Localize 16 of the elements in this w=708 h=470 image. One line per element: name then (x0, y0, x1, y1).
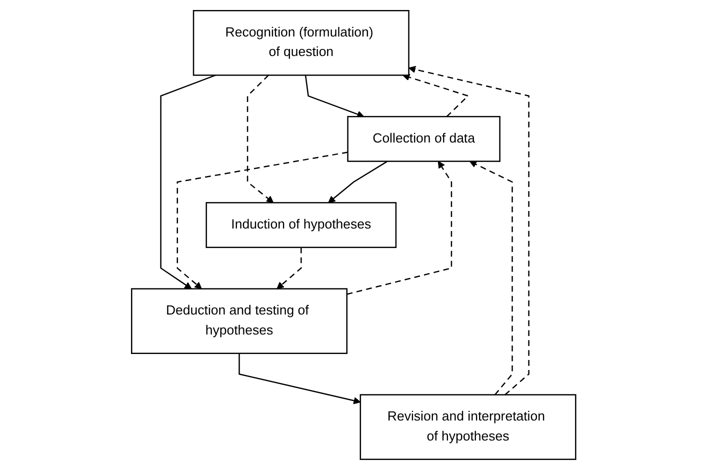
node-box: Induction of hypotheses (206, 202, 397, 248)
node-box: Deduction and testing of hypotheses (131, 288, 348, 354)
arrow (328, 160, 388, 204)
arrow (347, 160, 452, 295)
arrow (239, 353, 362, 404)
arrow (247, 74, 274, 204)
arrow (402, 74, 470, 118)
arrow (177, 152, 348, 290)
arrow (470, 160, 514, 396)
arrow (305, 75, 365, 118)
node-box: Revision and interpretation of hypotheses (360, 394, 577, 460)
node-box: Collection of data (348, 116, 501, 162)
arrow (408, 66, 530, 396)
arrow (160, 74, 216, 290)
node-box: Recognition (formulation) of question (193, 10, 410, 76)
arrow (277, 247, 302, 290)
